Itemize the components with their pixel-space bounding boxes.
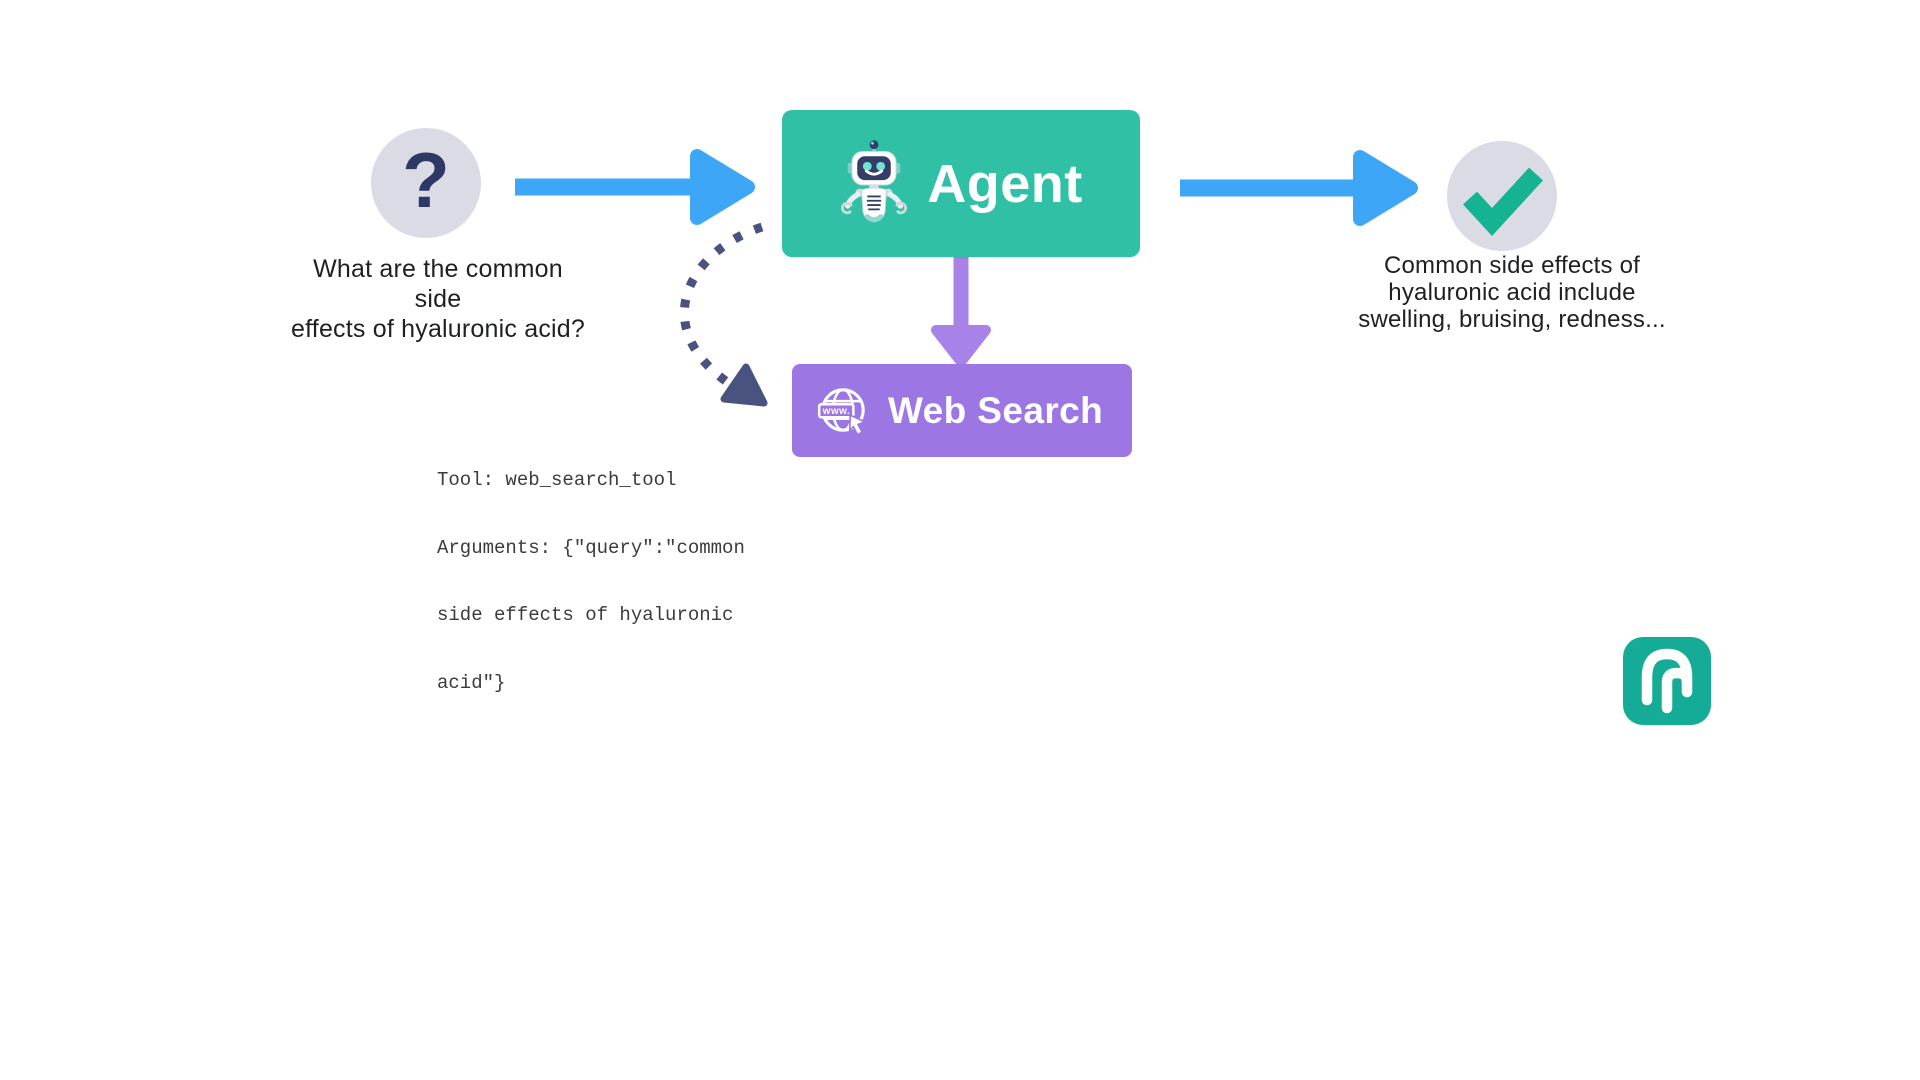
brand-logo-icon — [1641, 648, 1693, 714]
agent-label: Agent — [927, 153, 1083, 214]
tool-call-arrow — [931, 257, 991, 367]
question-text-line: What are the common side — [313, 255, 563, 313]
result-text-line: swelling, bruising, redness... — [1358, 306, 1666, 333]
question-text: What are the common side effects of hyal… — [288, 254, 588, 344]
web-search-node: www. Web Search — [792, 364, 1132, 457]
tool-call-line: Arguments: {"query":"common — [437, 536, 745, 559]
result-text-line: hyaluronic acid include — [1388, 279, 1636, 306]
question-text-line: effects of hyaluronic acid? — [291, 315, 585, 343]
tool-args-dotted-arrow — [680, 222, 768, 407]
tool-call-line: Tool: web_search_tool — [437, 469, 677, 491]
question-circle: ? — [371, 128, 481, 238]
tool-call-text: Tool: web_search_tool Arguments: {"query… — [437, 424, 745, 739]
tool-call-line: acid"} — [437, 671, 506, 694]
check-circle — [1447, 141, 1557, 251]
output-arrow — [1180, 150, 1418, 226]
agent-node: Agent — [782, 110, 1140, 257]
result-text: Common side effects of hyaluronic acid i… — [1352, 252, 1672, 333]
question-mark-icon: ? — [402, 136, 450, 224]
svg-text:www.: www. — [822, 406, 850, 417]
checkmark-icon — [1462, 167, 1544, 237]
result-text-line: Common side effects of — [1383, 252, 1641, 279]
input-arrow — [515, 149, 755, 225]
tool-call-line: side effects of hyaluronic — [437, 604, 734, 626]
web-search-label: Web Search — [888, 389, 1104, 431]
brand-logo — [1623, 637, 1711, 725]
globe-www-icon: www. — [817, 387, 867, 436]
robot-icon — [841, 139, 908, 222]
